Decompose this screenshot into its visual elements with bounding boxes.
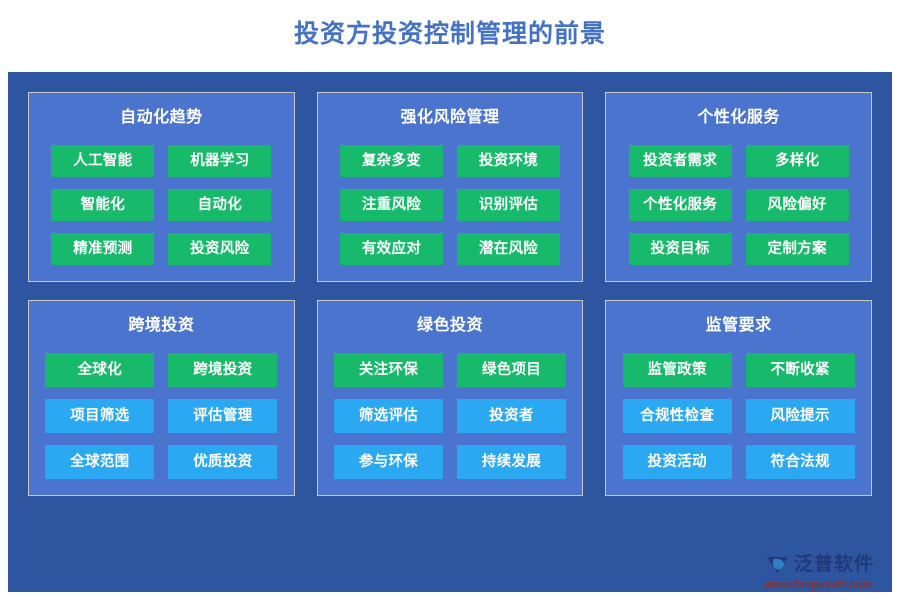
tag[interactable]: 全球化 xyxy=(45,353,155,387)
tag[interactable]: 跨境投资 xyxy=(168,353,278,387)
card-title: 跨境投资 xyxy=(128,317,195,334)
tag[interactable]: 监管政策 xyxy=(622,353,732,387)
tag-row: 参与环保持续发展 xyxy=(332,445,569,479)
tag[interactable]: 自动化 xyxy=(168,189,272,221)
tag-rows: 监管政策不断收紧合规性检查风险提示投资活动符合法规 xyxy=(620,353,857,479)
tag[interactable]: 关注环保 xyxy=(333,353,443,387)
tag[interactable]: 绿色项目 xyxy=(456,353,566,387)
tag[interactable]: 投资环境 xyxy=(456,145,560,177)
tag[interactable]: 筛选评估 xyxy=(333,399,443,433)
tag[interactable]: 多样化 xyxy=(745,145,849,177)
tag[interactable]: 投资者 xyxy=(456,399,566,433)
tag[interactable]: 机器学习 xyxy=(168,145,272,177)
tag[interactable]: 评估管理 xyxy=(168,399,278,433)
tag[interactable]: 潜在风险 xyxy=(456,233,560,265)
tag[interactable]: 智能化 xyxy=(51,189,155,221)
tag-row: 全球范围优质投资 xyxy=(43,445,280,479)
logo-url: www.fanpusoft.com xyxy=(765,578,873,591)
content-panel: 自动化趋势人工智能机器学习智能化自动化精准预测投资风险强化风险管理复杂多变投资环… xyxy=(8,72,892,592)
tag[interactable]: 风险偏好 xyxy=(745,189,849,221)
card: 绿色投资关注环保绿色项目筛选评估投资者参与环保持续发展 xyxy=(316,300,584,496)
page-title: 投资方投资控制管理的前景 xyxy=(293,20,606,48)
card: 个性化服务投资者需求多样化个性化服务风险偏好投资目标定制方案 xyxy=(605,92,872,282)
tag-rows: 关注环保绿色项目筛选评估投资者参与环保持续发展 xyxy=(332,353,569,479)
tag[interactable]: 注重风险 xyxy=(339,189,443,221)
tag-row: 精准预测投资风险 xyxy=(43,233,280,265)
tag[interactable]: 风险提示 xyxy=(745,399,855,433)
tag-rows: 人工智能机器学习智能化自动化精准预测投资风险 xyxy=(43,145,280,265)
logo-top-row: 泛普软件 xyxy=(764,553,874,577)
card-grid: 自动化趋势人工智能机器学习智能化自动化精准预测投资风险强化风险管理复杂多变投资环… xyxy=(28,92,872,496)
tag-row: 项目筛选评估管理 xyxy=(43,399,280,433)
tag-row: 关注环保绿色项目 xyxy=(332,353,569,387)
tag[interactable]: 个性化服务 xyxy=(628,189,732,221)
tag-row: 投资者需求多样化 xyxy=(620,145,857,177)
fanpu-logo-icon xyxy=(764,553,790,577)
logo-name: 泛普软件 xyxy=(794,553,875,575)
card: 强化风险管理复杂多变投资环境注重风险识别评估有效应对潜在风险 xyxy=(316,92,584,282)
tag[interactable]: 识别评估 xyxy=(456,189,560,221)
tag-row: 投资目标定制方案 xyxy=(620,233,857,265)
tag[interactable]: 有效应对 xyxy=(339,233,443,265)
tag[interactable]: 项目筛选 xyxy=(45,399,155,433)
tag-row: 筛选评估投资者 xyxy=(332,399,569,433)
card: 跨境投资全球化跨境投资项目筛选评估管理全球范围优质投资 xyxy=(28,300,295,496)
card: 监管要求监管政策不断收紧合规性检查风险提示投资活动符合法规 xyxy=(605,300,872,496)
tag[interactable]: 投资者需求 xyxy=(628,145,732,177)
tag-row: 全球化跨境投资 xyxy=(43,353,280,387)
tag[interactable]: 不断收紧 xyxy=(745,353,855,387)
tag-row: 监管政策不断收紧 xyxy=(620,353,857,387)
card: 自动化趋势人工智能机器学习智能化自动化精准预测投资风险 xyxy=(28,92,295,282)
card-title: 绿色投资 xyxy=(416,317,483,334)
tag-row: 人工智能机器学习 xyxy=(43,145,280,177)
card-title: 监管要求 xyxy=(705,317,772,334)
tag-row: 个性化服务风险偏好 xyxy=(620,189,857,221)
card-title: 自动化趋势 xyxy=(120,109,203,126)
card-title: 个性化服务 xyxy=(697,109,780,126)
tag[interactable]: 投资风险 xyxy=(168,233,272,265)
tag[interactable]: 定制方案 xyxy=(745,233,849,265)
tag[interactable]: 参与环保 xyxy=(333,445,443,479)
tag[interactable]: 优质投资 xyxy=(168,445,278,479)
tag[interactable]: 符合法规 xyxy=(745,445,855,479)
tag-row: 智能化自动化 xyxy=(43,189,280,221)
tag-rows: 投资者需求多样化个性化服务风险偏好投资目标定制方案 xyxy=(620,145,857,265)
tag-row: 投资活动符合法规 xyxy=(620,445,857,479)
brand-logo: 泛普软件 www.fanpusoft.com xyxy=(764,550,892,594)
tag[interactable]: 人工智能 xyxy=(51,145,155,177)
tag-row: 复杂多变投资环境 xyxy=(332,145,569,177)
tag[interactable]: 复杂多变 xyxy=(339,145,443,177)
tag[interactable]: 投资目标 xyxy=(628,233,732,265)
card-title: 强化风险管理 xyxy=(400,109,500,126)
tag-rows: 全球化跨境投资项目筛选评估管理全球范围优质投资 xyxy=(43,353,280,479)
tag-row: 注重风险识别评估 xyxy=(332,189,569,221)
tag[interactable]: 投资活动 xyxy=(622,445,732,479)
tag[interactable]: 持续发展 xyxy=(456,445,566,479)
tag-rows: 复杂多变投资环境注重风险识别评估有效应对潜在风险 xyxy=(332,145,569,265)
tag[interactable]: 精准预测 xyxy=(51,233,155,265)
tag-row: 合规性检查风险提示 xyxy=(620,399,857,433)
tag-row: 有效应对潜在风险 xyxy=(332,233,569,265)
tag[interactable]: 全球范围 xyxy=(45,445,155,479)
tag[interactable]: 合规性检查 xyxy=(622,399,732,433)
